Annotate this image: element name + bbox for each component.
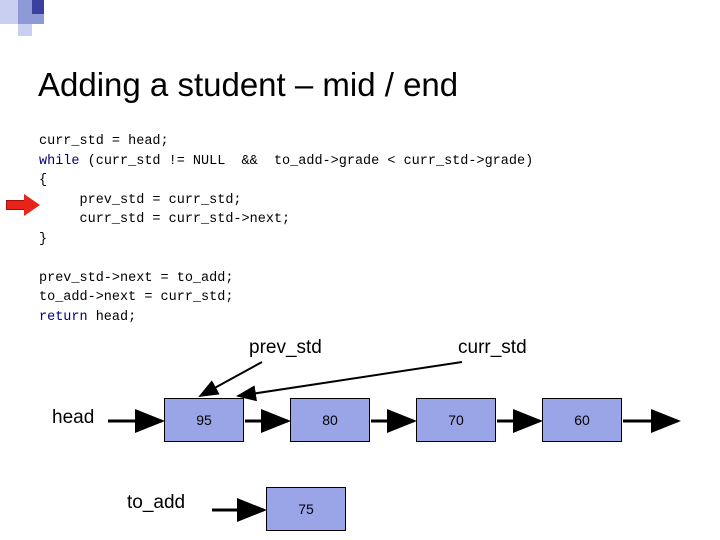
code-line: while (curr_std != NULL && to_add->grade… [39, 152, 533, 172]
new-node: 75 [266, 487, 346, 531]
code-keyword: while [39, 153, 80, 169]
code-listing: curr_std = head; while (curr_std != NULL … [39, 132, 533, 327]
code-line: curr_std = curr_std->next; [39, 210, 533, 230]
red-arrow-head [24, 194, 40, 216]
code-line: } [39, 230, 533, 250]
label-prev-std: prev_std [249, 337, 322, 358]
code-text: head; [87, 309, 137, 325]
list-node: 95 [164, 398, 244, 442]
code-line: return head; [39, 308, 533, 328]
code-text: } [39, 231, 48, 247]
decor-block-2 [18, 0, 32, 24]
code-line: to_add->next = curr_std; [39, 288, 533, 308]
code-line: prev_std = curr_std; [39, 191, 533, 211]
list-node: 70 [416, 398, 496, 442]
label-to-add: to_add [127, 492, 186, 513]
red-arrow-pointer-icon [6, 194, 42, 216]
code-text: (curr_std != NULL && to_add->grade < cur… [79, 153, 534, 169]
code-text: prev_std->next = to_add; [39, 270, 234, 286]
code-text: to_add->next = curr_std; [39, 290, 234, 305]
code-text: curr_std = curr_std->next; [39, 212, 291, 227]
code-text: curr_std = head; [39, 134, 169, 149]
decor-block-4 [0, 24, 18, 46]
decor-block-6 [32, 14, 44, 24]
decor-block-3 [32, 0, 44, 14]
code-text: prev_std = curr_std; [39, 192, 242, 208]
slide-title: Adding a student – mid / end [38, 66, 459, 103]
decorative-corner-blocks [0, 0, 60, 46]
list-node: 60 [542, 398, 622, 442]
code-text: { [39, 173, 48, 188]
code-line: { [39, 171, 533, 191]
decor-block-5 [18, 24, 32, 36]
label-head: head [52, 407, 95, 428]
code-keyword: return [39, 309, 88, 325]
code-line: curr_std = head; [39, 132, 533, 152]
list-node: 80 [290, 398, 370, 442]
label-curr-std: curr_std [458, 337, 527, 358]
code-line: prev_std->next = to_add; [39, 269, 533, 289]
decor-block-1 [0, 0, 18, 24]
